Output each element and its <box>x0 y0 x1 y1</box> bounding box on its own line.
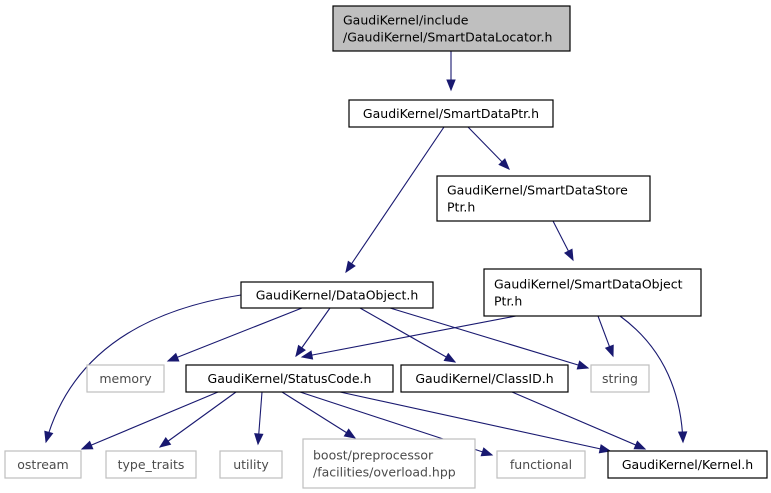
node-layer: GaudiKernel/include/GaudiKernel/SmartDat… <box>4 5 768 489</box>
node-kernel[interactable]: GaudiKernel/Kernel.h <box>607 450 768 479</box>
node-dataobj[interactable]: GaudiKernel/DataObject.h <box>240 281 434 309</box>
edge-status-to-kernel <box>339 391 612 454</box>
edge-sdptr-to-dataobj <box>345 126 445 274</box>
node-ostream: ostream <box>4 450 82 479</box>
node-label: GaudiKernel/StatusCode.h <box>208 371 372 386</box>
node-box <box>332 5 571 52</box>
arrowhead <box>480 447 494 457</box>
edge-status-to-utility <box>254 391 264 446</box>
node-memory: memory <box>86 364 165 393</box>
node-box <box>348 99 554 128</box>
edge-status-to-typetraits <box>158 391 237 448</box>
node-box <box>607 450 768 479</box>
arrowhead <box>576 360 590 370</box>
arrowhead <box>254 433 264 446</box>
edge-sdobj-to-kernel <box>619 315 688 444</box>
arrowhead <box>300 350 314 360</box>
arrowhead <box>677 431 688 444</box>
node-box <box>185 364 394 393</box>
edge-sdobj-to-string <box>597 315 614 358</box>
node-label: GaudiKernel/DataObject.h <box>256 288 419 303</box>
node-box <box>483 268 702 317</box>
edge-status-to-ostream <box>80 391 219 450</box>
edge-dataobj-to-string <box>389 307 590 370</box>
node-label: GaudiKernel/SmartDataStore <box>447 183 628 198</box>
arrowhead <box>158 437 172 448</box>
edge-sdobj-to-status <box>300 315 517 360</box>
arrowhead <box>343 428 357 439</box>
node-label: GaudiKernel/ClassID.h <box>415 371 553 386</box>
node-status[interactable]: GaudiKernel/StatusCode.h <box>185 364 394 393</box>
node-label: functional <box>510 457 572 472</box>
edge-dataobj-to-memory <box>166 307 303 362</box>
edge-dataobj-to-status <box>295 307 331 358</box>
arrowhead <box>563 248 574 262</box>
edge-dataobj-to-classid <box>359 307 457 363</box>
node-box <box>496 450 586 479</box>
node-label: type_traits <box>118 457 185 472</box>
node-typetraits: type_traits <box>105 450 197 479</box>
node-box <box>590 364 650 393</box>
edge-sdptr-to-sdstore <box>467 126 510 170</box>
node-functional: functional <box>496 450 586 479</box>
node-boost: boost/preprocessor/facilities/overload.h… <box>302 438 476 489</box>
node-label: string <box>602 371 638 386</box>
arrowhead <box>633 440 647 450</box>
node-box <box>219 450 283 479</box>
node-label: GaudiKernel/SmartDataPtr.h <box>363 106 539 121</box>
node-sdptr[interactable]: GaudiKernel/SmartDataPtr.h <box>348 99 554 128</box>
arrowhead <box>44 430 54 444</box>
node-box <box>302 438 476 489</box>
arrowhead <box>604 344 614 358</box>
node-label: Ptr.h <box>447 200 475 215</box>
edge-root-to-sdptr <box>446 51 456 92</box>
arrowhead <box>598 444 612 454</box>
node-box <box>105 450 197 479</box>
edge-layer <box>44 51 688 457</box>
node-label: /facilities/overload.hpp <box>313 465 456 480</box>
node-root[interactable]: GaudiKernel/include/GaudiKernel/SmartDat… <box>332 5 571 52</box>
edge-status-to-boost <box>281 391 357 439</box>
node-label: utility <box>233 457 269 472</box>
node-string: string <box>590 364 650 393</box>
edge-classid-to-kernel <box>511 391 647 450</box>
node-utility: utility <box>219 450 283 479</box>
arrowhead <box>345 260 356 274</box>
node-label: /GaudiKernel/SmartDataLocator.h <box>343 30 552 45</box>
node-label: GaudiKernel/Kernel.h <box>622 457 753 472</box>
node-label: GaudiKernel/include <box>343 13 469 28</box>
arrowhead <box>166 352 180 362</box>
arrowhead <box>443 352 457 363</box>
node-box <box>86 364 165 393</box>
edge-sdstore-to-sdobj <box>552 220 574 262</box>
node-box <box>400 364 569 393</box>
node-label: boost/preprocessor <box>313 448 434 463</box>
node-label: ostream <box>17 457 68 472</box>
node-box <box>436 175 651 222</box>
arrowhead <box>80 440 94 450</box>
edge-dataobj-to-ostream <box>44 294 242 444</box>
arrowhead <box>295 344 306 358</box>
node-box <box>4 450 82 479</box>
arrowhead <box>498 158 510 170</box>
node-classid[interactable]: GaudiKernel/ClassID.h <box>400 364 569 393</box>
node-box <box>240 281 434 309</box>
node-label: Ptr.h <box>494 294 522 309</box>
node-label: memory <box>99 371 152 386</box>
node-label: GaudiKernel/SmartDataObject <box>494 277 683 292</box>
arrowhead <box>446 79 456 92</box>
